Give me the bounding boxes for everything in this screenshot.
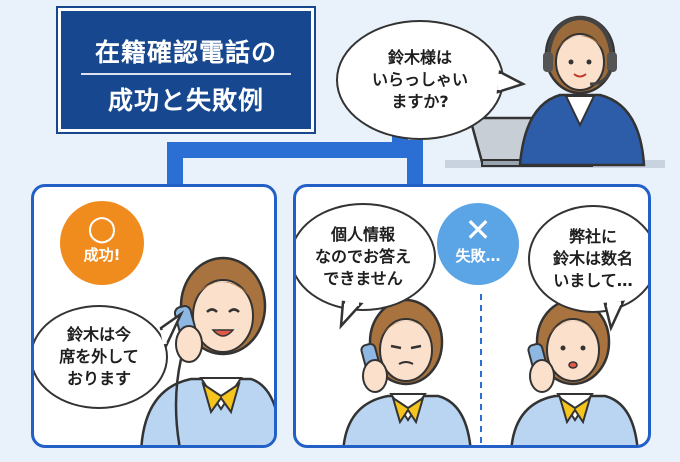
success-bubble-tail xyxy=(159,310,185,350)
failure-badge: ✕ 失敗… xyxy=(437,203,519,285)
failure-speech-bubble-2: 弊社に 鈴木は数名 いまして… xyxy=(528,205,648,313)
failure-person1-eye-right xyxy=(410,344,422,350)
operator-collar xyxy=(564,95,596,128)
failure-badge-label: 失敗… xyxy=(455,247,501,265)
failure-person2-eye-right xyxy=(580,345,586,351)
success-badge: ○ 成功! xyxy=(60,201,144,285)
failure-badge-symbol: ✕ xyxy=(464,211,492,249)
title-line-2: 成功と失敗例 xyxy=(107,86,264,115)
failure-person2-bangs xyxy=(546,320,602,338)
success-bangs xyxy=(191,281,255,302)
success-eye-right xyxy=(228,308,240,313)
success-badge-symbol: ○ xyxy=(87,208,117,248)
success-bubble-tail-mask xyxy=(160,329,167,345)
success-panel: ○ 成功! 鈴木は今 席を外して おります xyxy=(31,184,277,448)
success-speech-text: 鈴木は今 席を外して おります xyxy=(59,325,139,388)
failure-panel: ✕ 失敗… 個人情報 なのでお答え できません 弊社に 鈴木は数名 いまして… xyxy=(293,184,651,448)
operator-jacket xyxy=(518,93,646,167)
failure-person1-face xyxy=(379,318,433,382)
failure-bubble2-tail-mask xyxy=(606,301,622,306)
headset-band xyxy=(546,15,614,61)
success-mouth xyxy=(211,329,235,337)
failure-speech-bubble-1: 個人情報 なのでお答え できません xyxy=(296,203,436,311)
title-line-1: 在籍確認電話の xyxy=(94,38,277,67)
failure-bubble-tails xyxy=(339,300,626,332)
success-person-illustration xyxy=(140,256,274,445)
operator-eye-right xyxy=(586,59,592,65)
operator-face xyxy=(555,33,605,91)
headset-ear-left xyxy=(543,52,553,72)
failure-person2-mouth xyxy=(568,361,578,369)
operator-bubble-tail-mask xyxy=(497,73,502,91)
success-scarf xyxy=(201,381,241,415)
success-arm xyxy=(174,358,183,445)
headset-ear-right xyxy=(607,52,617,72)
failure-person1-hand xyxy=(362,359,388,393)
title-divider xyxy=(81,73,291,75)
failure-person2-face xyxy=(546,318,600,382)
headset-mic xyxy=(589,69,612,86)
success-hand xyxy=(175,325,203,363)
failure-speech-text-1: 個人情報 なのでお答え できません xyxy=(314,225,411,288)
success-badge-label: 成功! xyxy=(83,246,121,264)
failure-person1-scarf xyxy=(391,395,425,425)
failure-person1-eye-left xyxy=(390,344,402,350)
operator-speech-text: 鈴木様は いらっしゃい ますか? xyxy=(371,48,468,111)
title-box: 在籍確認電話の 成功と失敗例 xyxy=(58,8,314,132)
failure-speech-text-2: 弊社に 鈴木は数名 いまして… xyxy=(552,227,633,290)
success-eye-left xyxy=(206,308,218,313)
operator-bangs xyxy=(556,35,604,50)
operator-eye-left xyxy=(568,59,574,65)
failure-person2-scarf xyxy=(558,395,592,425)
operator-speech-bubble: 鈴木様は いらっしゃい ますか? xyxy=(336,20,504,140)
failure-person2-eye-left xyxy=(560,345,566,351)
success-speech-bubble: 鈴木は今 席を外して おります xyxy=(34,305,168,409)
failure-people-illustration xyxy=(342,294,639,445)
operator-mouth xyxy=(573,73,587,78)
failure-person1-mouth xyxy=(398,361,414,365)
failure-person2-hand xyxy=(529,359,555,393)
failure-person1-bangs xyxy=(379,320,435,338)
failure-bubble1-tail-mask xyxy=(344,301,360,306)
